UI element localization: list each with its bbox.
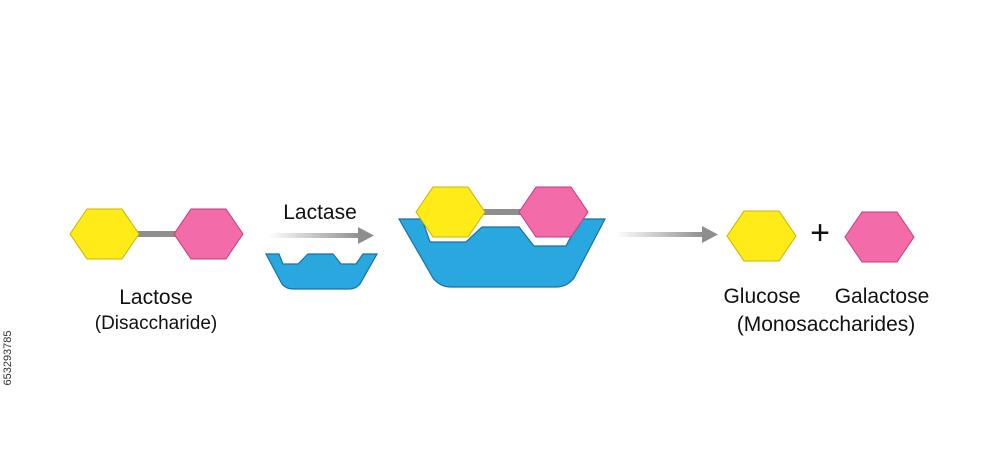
enzyme-substrate-complex <box>397 186 606 288</box>
products-type-label: (Monosaccharides) <box>736 313 916 336</box>
lactose-molecule <box>69 208 244 260</box>
glucose-hexagon <box>69 208 140 260</box>
glycosidic-bond-bound <box>478 209 524 215</box>
galactose-hexagon-bound <box>518 186 589 238</box>
reaction-arrow-2 <box>616 226 718 243</box>
stock-id: 653293785 <box>2 330 14 386</box>
lactose-label: Lactose <box>119 286 193 309</box>
enzyme-label: Lactase <box>283 201 357 224</box>
galactose-label: Galactose <box>834 285 930 308</box>
plus-sign: + <box>810 214 830 252</box>
lactose-type-label: (Disaccharide) <box>94 313 218 334</box>
reaction-arrow-1 <box>268 227 374 244</box>
lactase-enzyme <box>265 253 379 290</box>
glucose-label: Glucose <box>723 285 801 308</box>
glucose-product-hexagon <box>726 210 797 262</box>
lactase-enzyme-bound <box>397 218 606 288</box>
galactose-product-hexagon <box>844 211 915 263</box>
glucose-hexagon-bound <box>415 186 486 238</box>
glycosidic-bond <box>134 231 180 237</box>
galactose-hexagon <box>173 208 244 260</box>
